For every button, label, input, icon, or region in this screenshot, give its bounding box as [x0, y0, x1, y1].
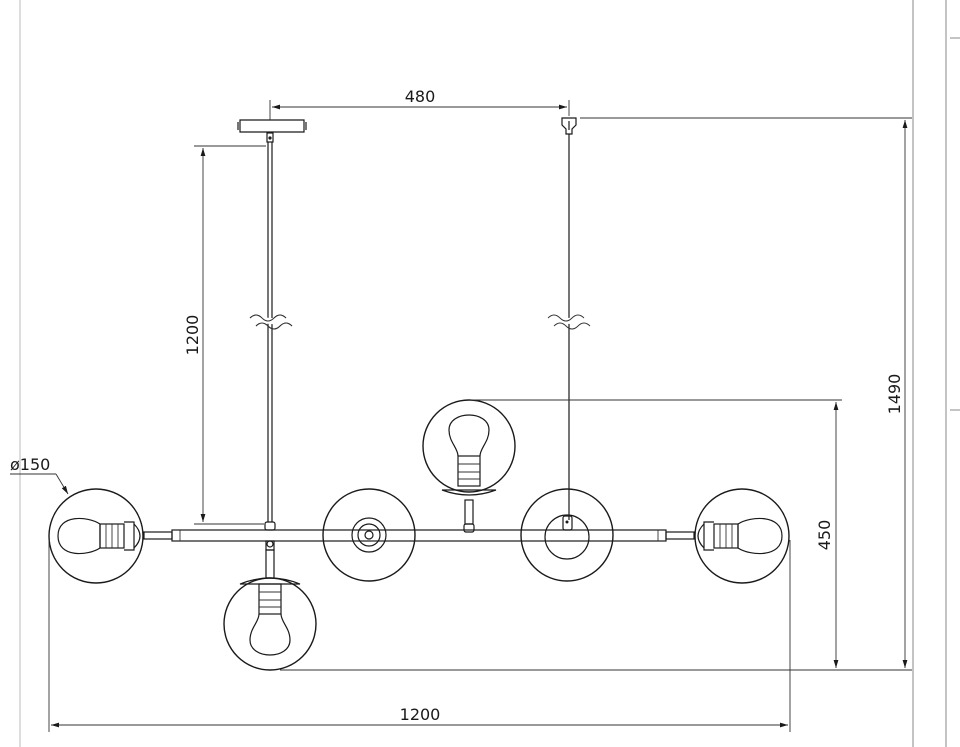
dimension-1200-vertical-label: 1200: [183, 315, 202, 356]
page-frame: [19, 0, 960, 747]
globe-right: [694, 488, 790, 584]
dimension-1200-horizontal: 1200: [48, 540, 791, 732]
ceiling-canopy-left: [237, 119, 307, 143]
ceiling-hook-right: [561, 117, 577, 135]
dimension-1200-horizontal-label: 1200: [400, 705, 441, 724]
globe-left: [48, 488, 144, 584]
dimension-diameter-label: ø150: [10, 455, 50, 474]
dimension-450-label: 450: [815, 520, 834, 551]
globe-back: [520, 488, 614, 582]
main-bar: [143, 521, 695, 542]
dimension-480: 480: [269, 87, 570, 120]
globe-upper: [422, 399, 516, 533]
dimension-1490: 1490: [280, 117, 912, 671]
dimension-1200-vertical: 1200: [183, 145, 266, 525]
globe-center: [322, 488, 416, 582]
globe-lower-front: [223, 540, 317, 671]
dimension-480-label: 480: [405, 87, 436, 106]
dimension-450: 450: [470, 399, 842, 668]
suspension-cable-left: [249, 142, 293, 522]
dimension-diameter: ø150: [10, 455, 69, 495]
suspension-cable-right: [547, 134, 591, 520]
dimension-1490-label: 1490: [885, 374, 904, 415]
